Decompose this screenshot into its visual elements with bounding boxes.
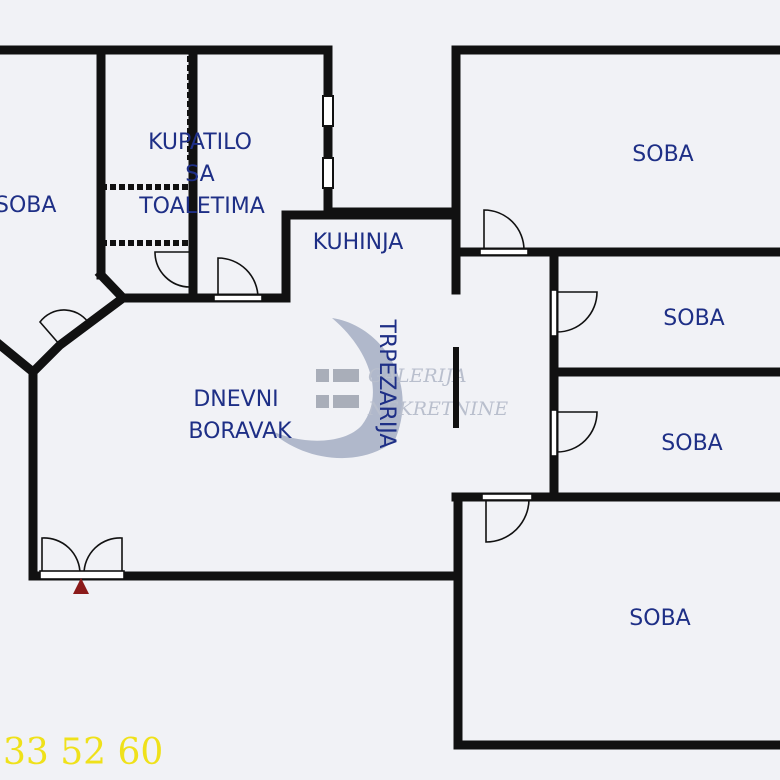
watermark-grid-icon xyxy=(316,369,359,408)
doors xyxy=(38,209,598,580)
watermark-swoosh xyxy=(270,318,403,459)
label-kupatilo-2: SA xyxy=(185,162,214,187)
phone-number: 33 52 60 xyxy=(3,732,163,773)
door-room-bottom xyxy=(485,498,530,543)
label-soba-left: SOBA xyxy=(0,193,56,218)
label-soba-bottom-right: SOBA xyxy=(629,606,690,631)
label-trpezarija: TRPEZARIJA xyxy=(374,319,399,449)
watermark-line1: GALERIJA xyxy=(368,365,467,387)
label-soba-top-right: SOBA xyxy=(632,142,693,167)
window-bath-2 xyxy=(322,157,334,189)
label-kuhinja: KUHINJA xyxy=(313,230,404,255)
watermark-line2: NEKRETNINE xyxy=(367,398,508,420)
door-room-mid-2 xyxy=(556,411,598,453)
label-boravak: BORAVAK xyxy=(188,419,292,444)
entrance-door-left xyxy=(41,537,81,575)
entrance-door-right xyxy=(83,537,123,575)
label-kupatilo-3: TOALETIMA xyxy=(138,194,265,219)
door-bath xyxy=(217,257,259,299)
door-room-top-right xyxy=(483,209,525,251)
window-bath-1 xyxy=(322,95,334,127)
watermark: GALERIJA NEKRETNINE xyxy=(270,318,508,459)
door-room-mid-1 xyxy=(556,291,598,333)
label-dnevni: DNEVNI xyxy=(193,387,278,412)
label-soba-mid-right-1: SOBA xyxy=(663,306,724,331)
label-soba-mid-right-2: SOBA xyxy=(661,431,722,456)
bath-partitions xyxy=(101,56,193,246)
windows xyxy=(322,95,334,189)
entrance-marker-icon xyxy=(73,578,89,594)
door-left-room xyxy=(38,309,92,347)
label-kupatilo-1: KUPATILO xyxy=(148,130,252,155)
wall-kitchen xyxy=(281,210,461,303)
door-wc xyxy=(154,251,191,288)
